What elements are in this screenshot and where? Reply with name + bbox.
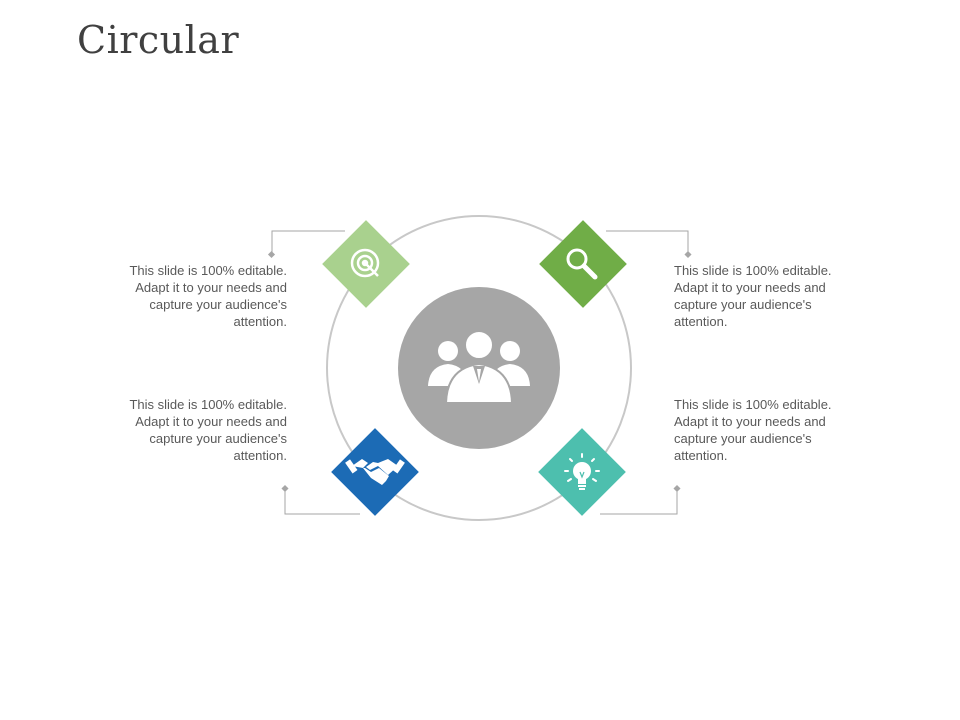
outer-ring xyxy=(326,215,632,521)
handshake-icon xyxy=(345,459,405,485)
lightbulb-icon xyxy=(564,453,600,490)
connector-dot-bottom-left xyxy=(281,484,289,493)
description-top-left: This slide is 100% editable. Adapt it to… xyxy=(129,263,287,329)
connector-dot-top-right xyxy=(684,250,692,259)
description-bottom-right: This slide is 100% editable. Adapt it to… xyxy=(674,397,832,463)
description-top-right: This slide is 100% editable. Adapt it to… xyxy=(674,263,832,329)
description-bottom-left: This slide is 100% editable. Adapt it to… xyxy=(129,397,287,463)
connector-bottom-left xyxy=(284,490,360,515)
connector-dot-bottom-right xyxy=(673,484,681,493)
connector-dot-top-left xyxy=(267,250,276,259)
search-icon xyxy=(566,248,598,280)
slide-title: Circular xyxy=(77,18,240,62)
connector-top-left xyxy=(271,230,345,254)
target-icon xyxy=(350,248,380,278)
people-group-icon xyxy=(428,330,530,404)
connector-bottom-right xyxy=(600,490,678,515)
connector-top-right xyxy=(606,230,689,254)
